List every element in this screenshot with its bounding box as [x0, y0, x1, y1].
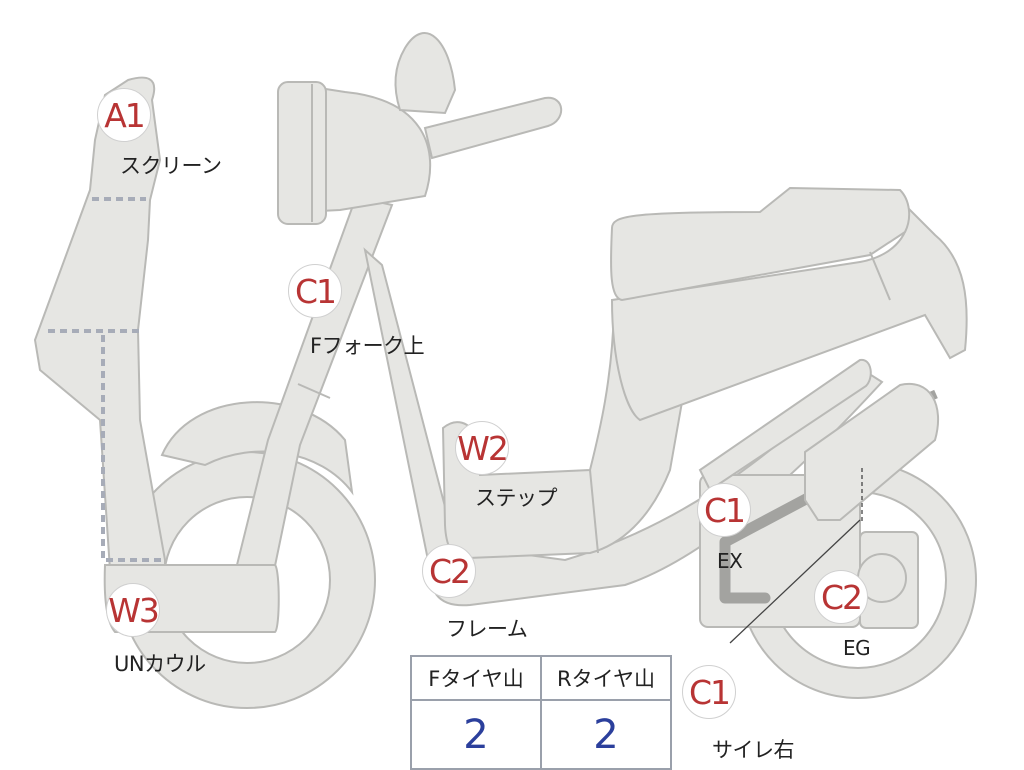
part-label: UNカウル	[114, 652, 206, 676]
silencer-leader-line	[729, 519, 861, 644]
part-label: EG	[843, 636, 871, 660]
front-tire-value: 2	[410, 699, 542, 770]
code-badge: A1	[97, 88, 151, 142]
mirror	[394, 32, 457, 115]
frame	[363, 247, 884, 607]
table-header-row: Fタイヤ山 Rタイヤ山	[410, 655, 672, 701]
part-label: ステップ	[475, 486, 558, 510]
part-label: EX	[717, 549, 743, 573]
muffler	[804, 382, 940, 521]
part-label: フレーム	[446, 617, 528, 641]
code-badge: C1	[682, 665, 736, 719]
part-label: サイレ右	[712, 738, 795, 762]
tire-tread-table: Fタイヤ山 Rタイヤ山 2 2	[410, 655, 672, 770]
code-badge: W3	[106, 583, 160, 637]
part-label: スクリーン	[120, 154, 222, 178]
code-badge: W2	[455, 421, 509, 475]
section-lines	[48, 197, 166, 562]
handlebar	[423, 96, 563, 160]
part-label: Fフォーク上	[310, 334, 425, 358]
headlight	[277, 81, 432, 225]
code-badge: C2	[422, 544, 476, 598]
code-badge: C2	[814, 570, 868, 624]
exhaust-pipe	[719, 476, 844, 604]
code-badge: C1	[288, 264, 342, 318]
code-badge: C1	[697, 483, 751, 537]
rear-tire-header: Rタイヤ山	[540, 655, 672, 701]
front-tire-header: Fタイヤ山	[410, 655, 542, 701]
rear-body	[610, 186, 968, 422]
rear-arm	[698, 358, 872, 492]
rear-tire-value: 2	[540, 699, 672, 770]
table-value-row: 2 2	[410, 699, 672, 770]
